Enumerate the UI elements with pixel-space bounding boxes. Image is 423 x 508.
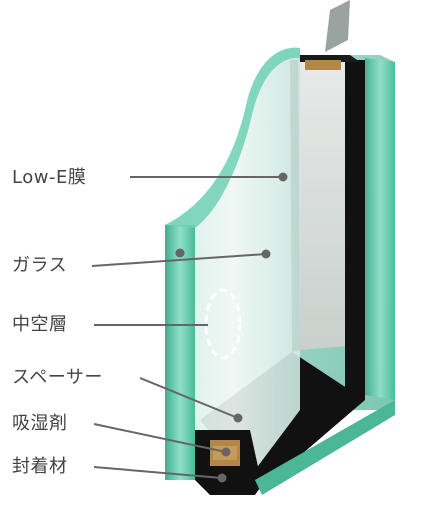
desiccant-top xyxy=(305,60,341,70)
leader-desiccant xyxy=(93,423,227,453)
leader-spacer xyxy=(139,377,239,419)
back-glass-edge xyxy=(365,58,395,400)
label-glass: ガラス xyxy=(12,255,68,276)
label-sealant: 封着材 xyxy=(12,456,68,477)
label-desiccant: 吸湿剤 xyxy=(12,413,68,434)
spacer-frame-right xyxy=(345,60,365,400)
hollow-layer-marker xyxy=(204,288,242,360)
label-spacer: スペーサー xyxy=(12,367,103,388)
front-glass-pane xyxy=(165,47,300,480)
leader-glass xyxy=(91,253,267,267)
cut-tip xyxy=(325,0,350,52)
cavity xyxy=(298,62,360,350)
leader-sealant xyxy=(93,466,223,479)
label-hollow-layer: 中空層 xyxy=(12,314,68,335)
front-glass-edge xyxy=(165,225,195,480)
label-low-e: Low-E膜 xyxy=(12,167,87,188)
bottom-glass-edge xyxy=(255,400,395,495)
